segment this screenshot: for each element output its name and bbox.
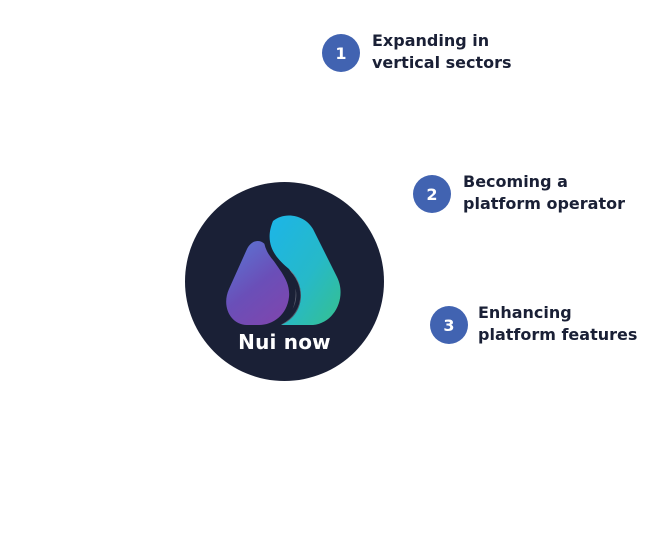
logo-left-shape: [226, 240, 290, 325]
nui-logo-icon: [226, 215, 341, 327]
step-text: Expanding in vertical sectors: [372, 31, 512, 72]
step-number-badge: 3: [430, 306, 468, 344]
logo-swirl: [263, 219, 301, 327]
step-text: Enhancing platform features: [478, 303, 638, 344]
step-item-3: 3 Enhancing platform features: [430, 303, 637, 346]
step-number-badge: 2: [413, 175, 451, 213]
logo-right-shape: [269, 215, 341, 325]
step-number-badge: 1: [322, 34, 360, 72]
nui-now-hub: Nui now: [185, 182, 384, 381]
step-item-1: 1 Expanding in vertical sectors: [322, 31, 512, 74]
step-text: Becoming a platform operator: [463, 172, 625, 213]
step-item-2: 2 Becoming a platform operator: [413, 172, 625, 215]
hub-label: Nui now: [238, 330, 331, 354]
